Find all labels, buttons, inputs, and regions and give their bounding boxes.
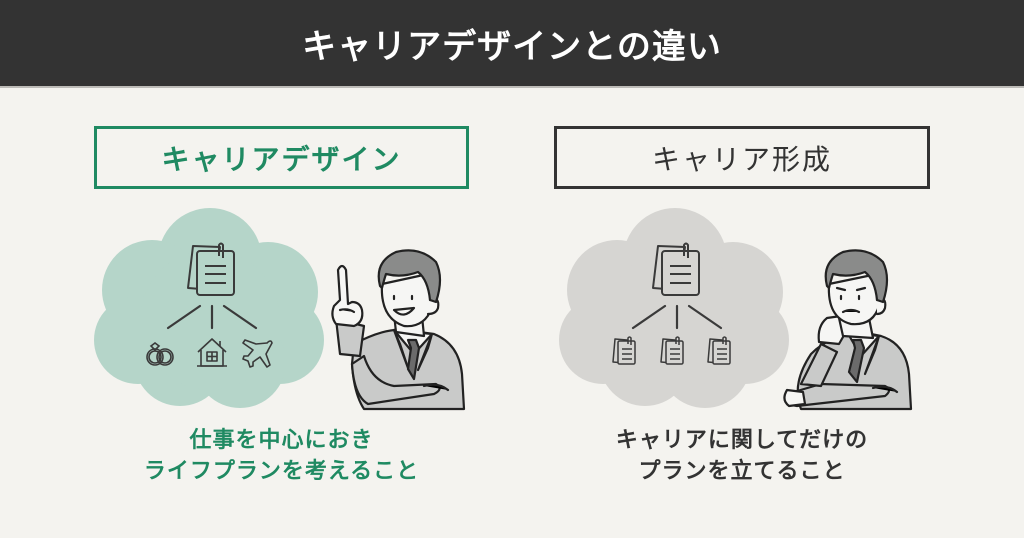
page-title: キャリアデザインとの違い	[302, 26, 722, 67]
career-design-label: キャリアデザイン	[161, 142, 402, 176]
memo-icon	[187, 242, 235, 296]
businessman-thinking-icon	[783, 249, 913, 411]
memo-icon	[707, 336, 731, 365]
businessman-pointing-icon	[331, 249, 466, 411]
caption-line: ライフプランを考えること	[143, 459, 420, 484]
caption-line: 仕事を中心におき	[189, 428, 374, 453]
career-design-illustration	[90, 200, 490, 420]
career-formation-illustration	[555, 200, 955, 420]
career-formation-label: キャリア形成	[651, 142, 832, 176]
header-bar: キャリアデザインとの違い	[0, 0, 1024, 88]
cloud-green	[94, 208, 324, 408]
house-icon	[197, 338, 227, 367]
memo-icon	[660, 336, 684, 365]
caption-line: プランを立てること	[638, 459, 846, 484]
memo-icon	[652, 242, 700, 296]
airplane-icon	[242, 339, 273, 368]
memo-icon	[612, 336, 636, 365]
career-design-label-box: キャリアデザイン	[94, 126, 469, 189]
career-formation-caption: キャリアに関してだけの プランを立てること	[554, 425, 930, 487]
caption-line: キャリアに関してだけの	[615, 428, 869, 453]
career-formation-label-box: キャリア形成	[554, 126, 930, 189]
cloud-gray	[559, 208, 789, 408]
wedding-rings-icon	[146, 342, 174, 366]
career-design-caption: 仕事を中心におき ライフプランを考えること	[94, 425, 469, 487]
